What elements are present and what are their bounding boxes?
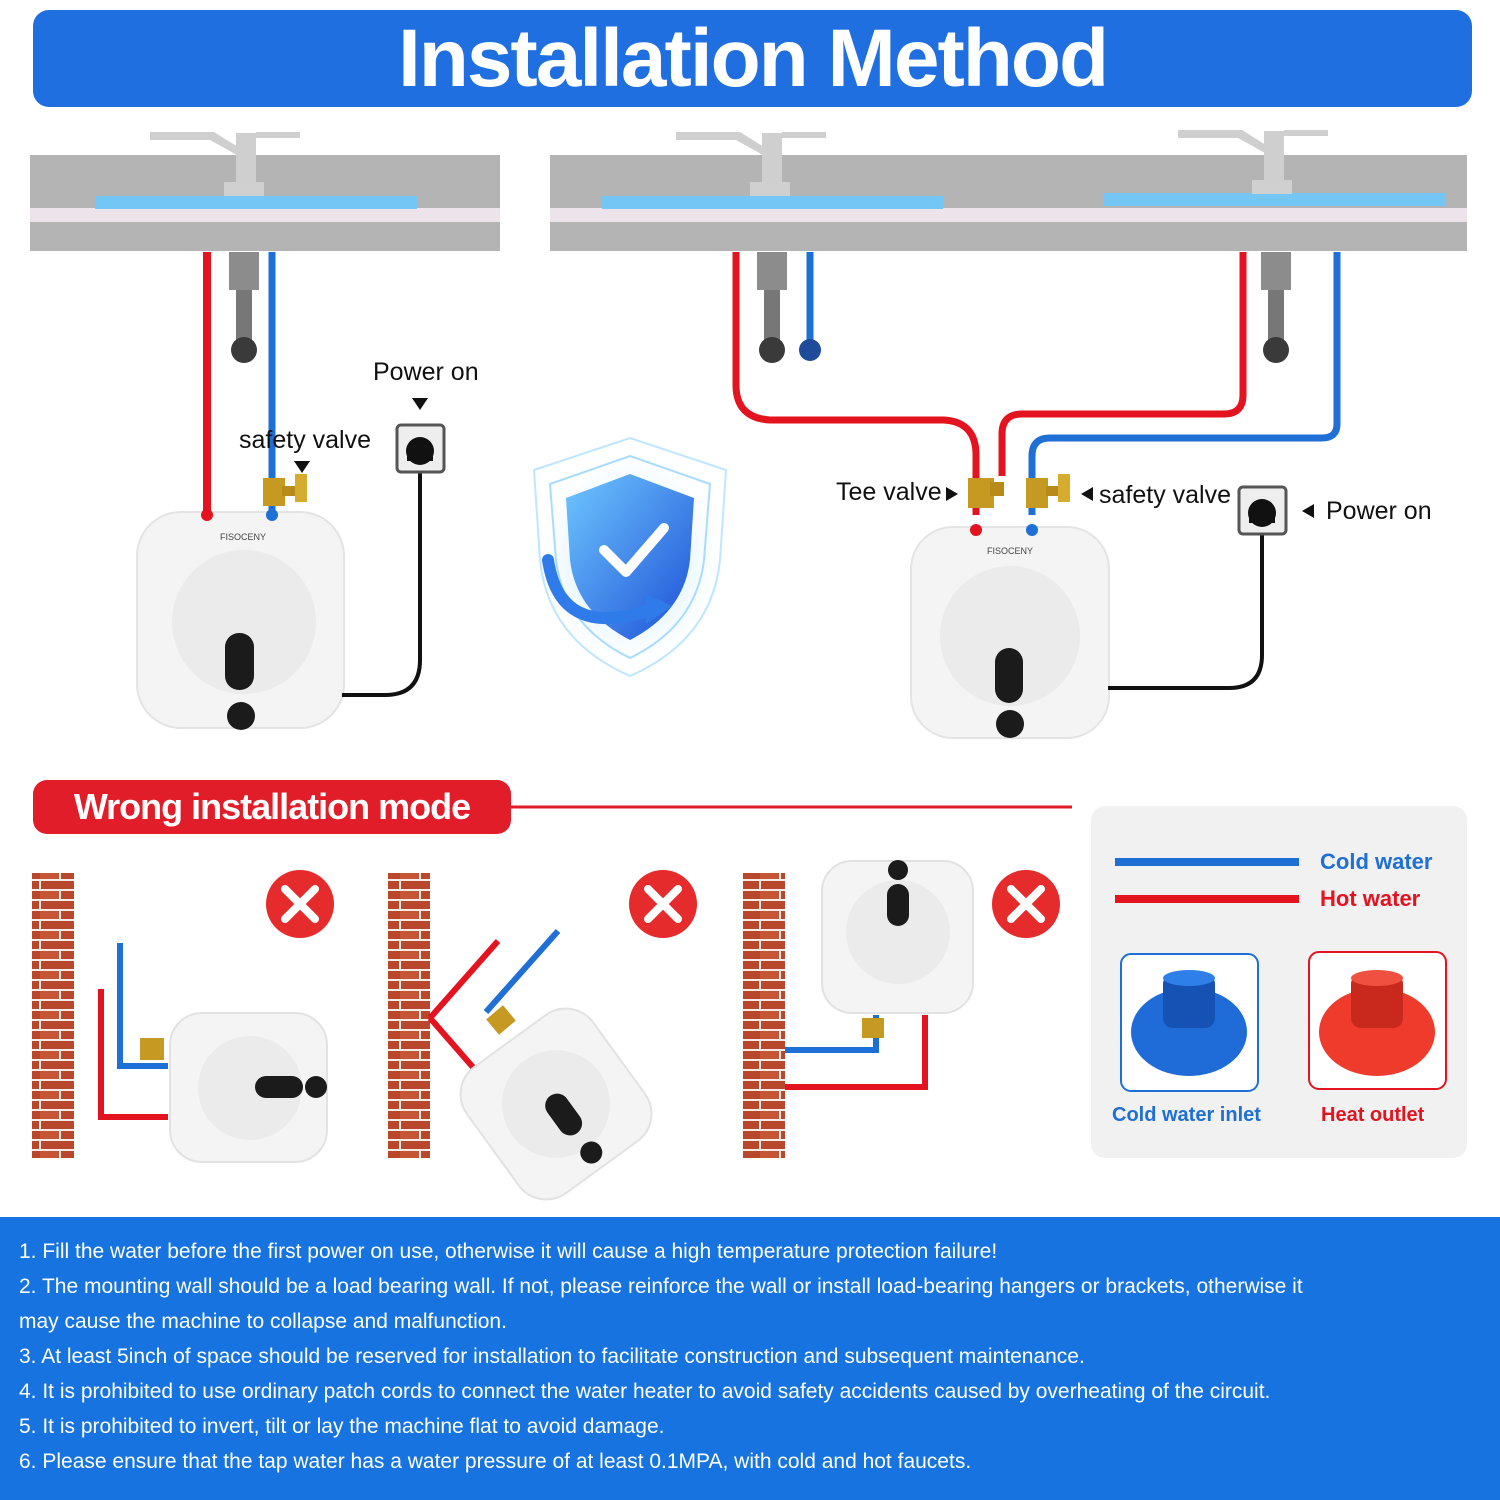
left-power-on-label: Power on (373, 358, 479, 386)
shield-check-icon (530, 436, 730, 678)
legend-heat-outlet-label: Heat outlet (1321, 1104, 1425, 1126)
legend-hot-water-label: Hot water (1320, 886, 1421, 911)
left-faucet-icon (150, 132, 300, 196)
wrong-2-water-heater (459, 1007, 653, 1201)
tee-valve-label: Tee valve (836, 478, 942, 506)
left-valve-arrow-icon (294, 461, 310, 473)
left-countertop (30, 155, 500, 251)
wrong-2-x-icon (629, 870, 697, 938)
right-power-on-label: Power on (1326, 497, 1432, 525)
left-water-heater: FISOCENY (136, 509, 345, 730)
tee-arrow-icon (946, 487, 958, 501)
heat-outlet-cap-icon (1308, 951, 1447, 1090)
note-line: may cause the machine to collapse and ma… (19, 1310, 507, 1333)
notes-panel: 1. Fill the water before the first power… (0, 1217, 1500, 1500)
right-power-outlet-icon (1237, 485, 1288, 536)
right-power-cord (1108, 525, 1264, 690)
right-heater-brand: FISOCENY (987, 546, 1033, 556)
note-line: 2. The mounting wall should be a load be… (19, 1275, 1303, 1298)
right-cold-pipes (806, 252, 1341, 515)
wrong-1-water-heater (169, 1012, 328, 1163)
wrong-1-valve-icon (140, 1038, 164, 1060)
legend-cold-water-label: Cold water (1320, 849, 1433, 874)
wrong-1-pipes (98, 943, 168, 1120)
right-drain-pipes (757, 252, 1291, 363)
wrong-1-x-icon (266, 870, 334, 938)
wrong-mode-title: Wrong installation mode (73, 786, 471, 827)
wrong-3-pipes (785, 1015, 928, 1090)
right-countertop (550, 155, 1467, 251)
left-power-outlet-icon (395, 423, 446, 474)
wrong-mode-banner (33, 780, 511, 834)
page-title: Installation Method (397, 13, 1109, 104)
left-safety-valve-icon (263, 474, 307, 506)
right-cold-tap-end (799, 339, 821, 361)
legend-graphics (1115, 858, 1447, 1092)
right-faucet-2-icon (1178, 130, 1328, 194)
left-drain-pipe (229, 252, 259, 363)
note-line: 3. At least 5inch of space should be res… (19, 1345, 1085, 1368)
right-safety-valve-label: safety valve (1099, 481, 1232, 509)
brick-wall-1 (32, 873, 74, 1158)
left-power-cord (342, 462, 422, 697)
title-banner (33, 10, 1472, 107)
right-power-arrow-icon (1302, 504, 1314, 518)
right-water-heater: FISOCENY (910, 524, 1110, 739)
wrong-3-water-heater (821, 860, 974, 1014)
right-valve-arrow-icon (1081, 487, 1093, 501)
wrong-3-valve-icon (862, 1018, 884, 1038)
wrong-2-pipes (427, 929, 561, 1075)
brick-wall-2 (388, 873, 430, 1158)
left-power-arrow-icon (412, 398, 428, 410)
wrong-2-valve-icon (486, 1005, 516, 1035)
right-safety-valve-icon (1026, 474, 1070, 508)
legend-cold-water-inlet-label: Cold water inlet (1112, 1104, 1261, 1126)
left-safety-valve-label: safety valve (239, 426, 372, 454)
right-hot-pipes (732, 252, 1247, 515)
brick-wall-3 (743, 873, 785, 1158)
left-heater-brand: FISOCENY (220, 532, 266, 542)
note-line: 1. Fill the water before the first power… (19, 1240, 998, 1263)
tee-valve-icon (968, 478, 1004, 508)
note-line: 6. Please ensure that the tap water has … (19, 1450, 972, 1473)
wrong-3-x-icon (992, 870, 1060, 938)
cold-water-inlet-cap-icon (1120, 953, 1259, 1092)
note-line: 4. It is prohibited to use ordinary patc… (19, 1380, 1271, 1403)
right-faucet-1-icon (676, 132, 826, 196)
note-line: 5. It is prohibited to invert, tilt or l… (19, 1415, 665, 1438)
